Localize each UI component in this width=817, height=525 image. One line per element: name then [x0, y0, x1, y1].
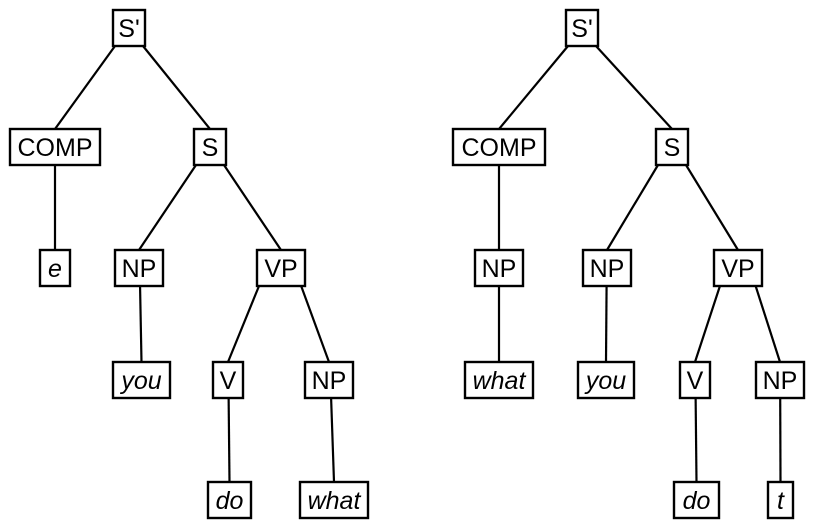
node-border [678, 360, 712, 400]
tree-edge [754, 285, 782, 363]
node-label: S' [571, 15, 592, 43]
tree-edge [693, 285, 721, 363]
tree-node-vp: VP [255, 248, 307, 288]
node-label: V [220, 367, 237, 395]
node-border [211, 360, 245, 400]
node-label: what [308, 487, 362, 515]
node-border [113, 248, 165, 288]
tree-node-np: NP [303, 360, 355, 400]
tree-node-what: what [298, 480, 370, 520]
tree-node-e: e [38, 248, 72, 288]
node-border [463, 360, 535, 400]
node-label: do [216, 487, 244, 515]
tree-edge [54, 45, 116, 130]
tree-nodes-surface-structure: S' COMP S NP NP VP what you V NP do t [451, 8, 806, 520]
node-border [255, 248, 307, 288]
node-border [8, 127, 102, 167]
node-border [766, 480, 795, 520]
node-border [303, 360, 355, 400]
node-label: e [48, 255, 62, 283]
node-border [451, 127, 547, 167]
node-label: NP [312, 367, 347, 395]
tree-node-you: you [576, 360, 636, 400]
tree-edges-deep-structure [53, 45, 336, 483]
tree-node-s: S [192, 127, 228, 167]
node-label: NP [590, 255, 625, 283]
tree-node-t: t [766, 480, 795, 520]
tree-edge [595, 45, 673, 130]
tree-node-v: V [678, 360, 712, 400]
node-border [672, 480, 721, 520]
node-border [206, 480, 253, 520]
node-label: t [777, 487, 785, 515]
node-border [473, 248, 525, 288]
tree-node-sbar: S' [564, 8, 600, 48]
node-label: VP [264, 255, 297, 283]
node-label: you [119, 367, 161, 395]
node-border [754, 360, 806, 400]
tree-edge [685, 164, 739, 251]
node-label: do [683, 487, 711, 515]
tree-node-np: NP [113, 248, 165, 288]
node-label: S [202, 134, 219, 162]
tree-node-vp: VP [712, 248, 764, 288]
tree-node-do: do [672, 480, 721, 520]
node-border [576, 360, 636, 400]
tree-node-np: NP [581, 248, 633, 288]
node-label: NP [122, 255, 157, 283]
node-label: NP [482, 255, 517, 283]
node-border [111, 8, 147, 48]
tree-node-np: NP [754, 360, 806, 400]
tree-node-sbar: S' [111, 8, 147, 48]
tree-node-what: what [463, 360, 535, 400]
node-border [298, 480, 370, 520]
tree-node-you: you [111, 360, 172, 400]
node-label: S [664, 134, 681, 162]
node-label: COMP [462, 134, 537, 162]
tree-edge [223, 164, 282, 251]
tree-node-do: do [206, 480, 253, 520]
edges-layer [53, 45, 782, 483]
node-border [581, 248, 633, 288]
node-label: V [687, 367, 704, 395]
node-border [111, 360, 172, 400]
tree-edge [604, 285, 608, 363]
node-label: you [584, 367, 626, 395]
tree-edge [330, 397, 336, 483]
tree-node-comp: COMP [451, 127, 547, 167]
tree-edge [300, 285, 331, 363]
node-label: VP [721, 255, 754, 283]
tree-edge [138, 164, 197, 251]
tree-edge [142, 45, 211, 130]
node-border [712, 248, 764, 288]
node-border [192, 127, 228, 167]
tree-node-s: S [654, 127, 690, 167]
tree-edge [227, 397, 231, 483]
node-label: S' [118, 15, 139, 43]
node-label: NP [763, 367, 798, 395]
node-label: what [473, 367, 527, 395]
node-border [564, 8, 600, 48]
tree-node-comp: COMP [8, 127, 102, 167]
node-border [38, 248, 72, 288]
tree-node-v: V [211, 360, 245, 400]
node-label: COMP [18, 134, 93, 162]
tree-node-np: NP [473, 248, 525, 288]
tree-edge [694, 397, 698, 483]
tree-edge [498, 45, 569, 130]
tree-edge [606, 164, 659, 251]
tree-edges-surface-structure [497, 45, 782, 483]
tree-edge [226, 285, 261, 363]
node-border [654, 127, 690, 167]
tree-edge [138, 285, 143, 363]
